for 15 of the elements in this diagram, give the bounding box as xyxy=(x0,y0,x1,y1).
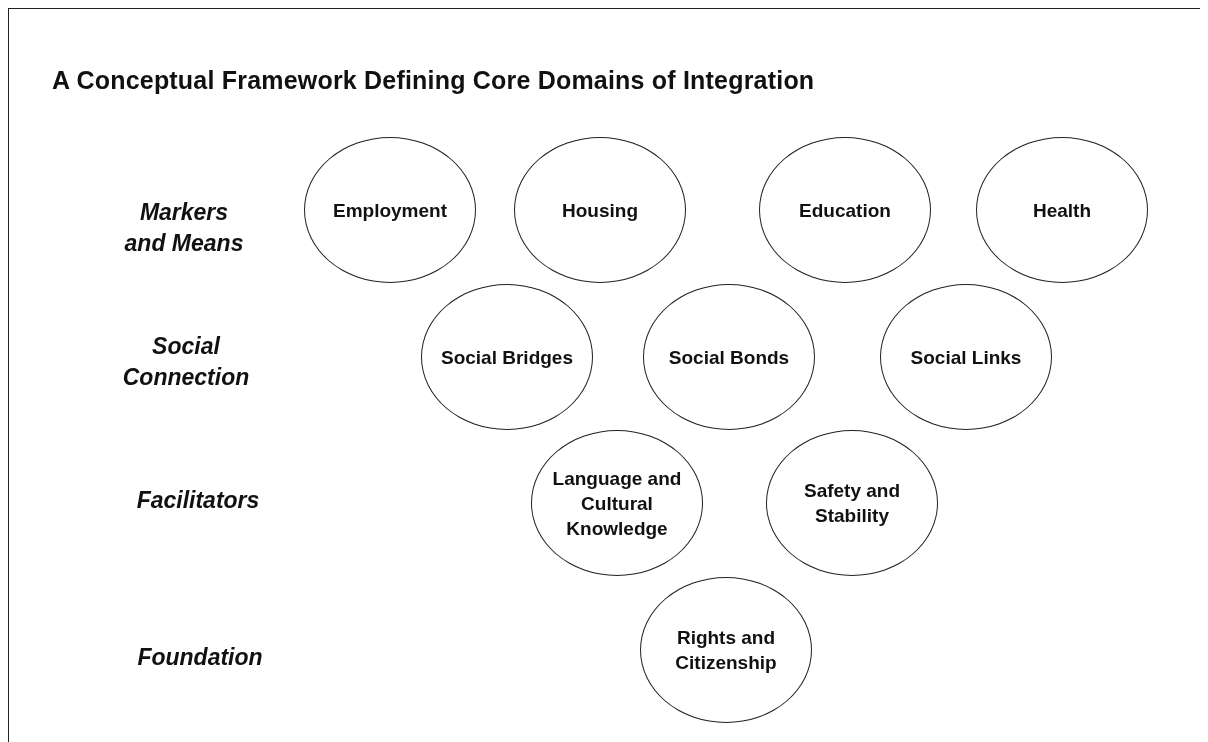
domain-label: Social Links xyxy=(909,345,1023,370)
row-label: Foundation xyxy=(136,642,264,672)
row-label: Social Connection xyxy=(121,332,251,392)
row-label: Facilitators xyxy=(135,485,261,515)
domain-label: Education xyxy=(798,198,892,223)
domain-label: Social Bonds xyxy=(667,345,791,370)
domain-label: Housing xyxy=(561,198,639,223)
domain-label: Social Bridges xyxy=(440,345,574,370)
domain-label: Health xyxy=(1031,198,1093,223)
domain-label: Rights and Citizenship xyxy=(674,626,778,675)
row-label: Markers and Means xyxy=(124,198,244,258)
domain-label: Language and Cultural Knowledge xyxy=(551,466,683,541)
diagram-title: A Conceptual Framework Defining Core Domains of Integration xyxy=(52,66,815,95)
domain-label: Employment xyxy=(332,198,448,223)
domain-label: Safety and Stability xyxy=(802,479,902,528)
